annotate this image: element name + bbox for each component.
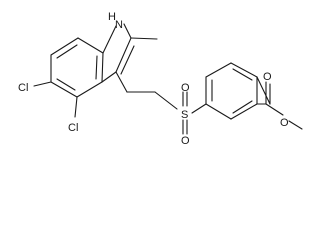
sulfonyl-aryl-bond — [191, 103, 207, 114]
ester-o-methyl — [288, 120, 303, 130]
methyl-bond — [130, 37, 158, 40]
atom-label-o-ester: O — [280, 117, 289, 129]
chloro-bond-4 — [74, 96, 78, 118]
atom-label-n: N — [115, 19, 123, 31]
ethyl-linker — [115, 71, 178, 110]
atom-label-cl-5: Cl — [18, 82, 28, 94]
methyl-ester-group — [230, 76, 258, 120]
atom-label-s: S — [181, 109, 188, 121]
atom-label-cl-4: Cl — [68, 122, 78, 134]
chemical-structure-diagram: H N Cl Cl S O O O O — [18, 11, 303, 147]
phenylene-ring — [205, 62, 258, 120]
chloro-bond-5 — [33, 81, 52, 87]
ester-c-o-single — [265, 103, 284, 116]
atom-label-o-sulfonyl-top: O — [181, 82, 190, 94]
indole-pyrrole-ring — [101, 23, 135, 83]
atom-label-o-sulfonyl-bottom: O — [181, 135, 190, 147]
aryl-carbonyl-bond — [256, 76, 271, 105]
atom-label-h: H — [108, 11, 116, 23]
indole-benzene-ring — [50, 37, 104, 98]
atom-label-o-carbonyl: O — [263, 71, 272, 83]
